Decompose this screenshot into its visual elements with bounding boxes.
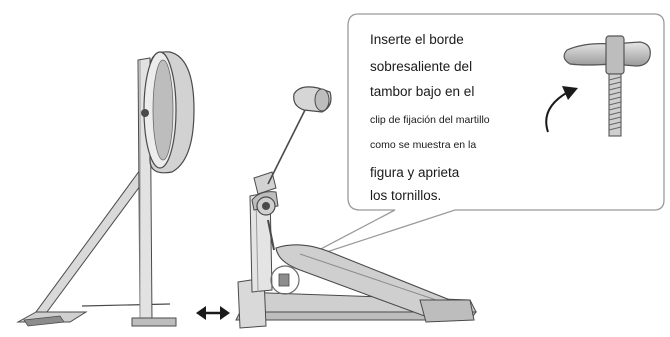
double-arrow-icon	[196, 306, 230, 320]
callout-line-5: como se muestra en la	[370, 139, 477, 151]
wing-screw-icon	[563, 35, 651, 137]
callout-line-2: sobresaliente del	[370, 59, 473, 74]
callout-line-3: tambor bajo en el	[370, 84, 475, 99]
callout-line-6: figura y aprieta	[370, 165, 460, 180]
callout-line-4: clip de fijación del martillo	[370, 114, 490, 126]
kick-pedal-icon	[235, 86, 477, 329]
kick-drum-pad-icon	[16, 51, 195, 327]
callout-line-7: los tornillos.	[370, 188, 442, 203]
tighten-arrow-icon	[545, 86, 578, 133]
callout-line-1: Inserte el borde	[370, 32, 464, 47]
callout-bubble	[295, 13, 665, 263]
